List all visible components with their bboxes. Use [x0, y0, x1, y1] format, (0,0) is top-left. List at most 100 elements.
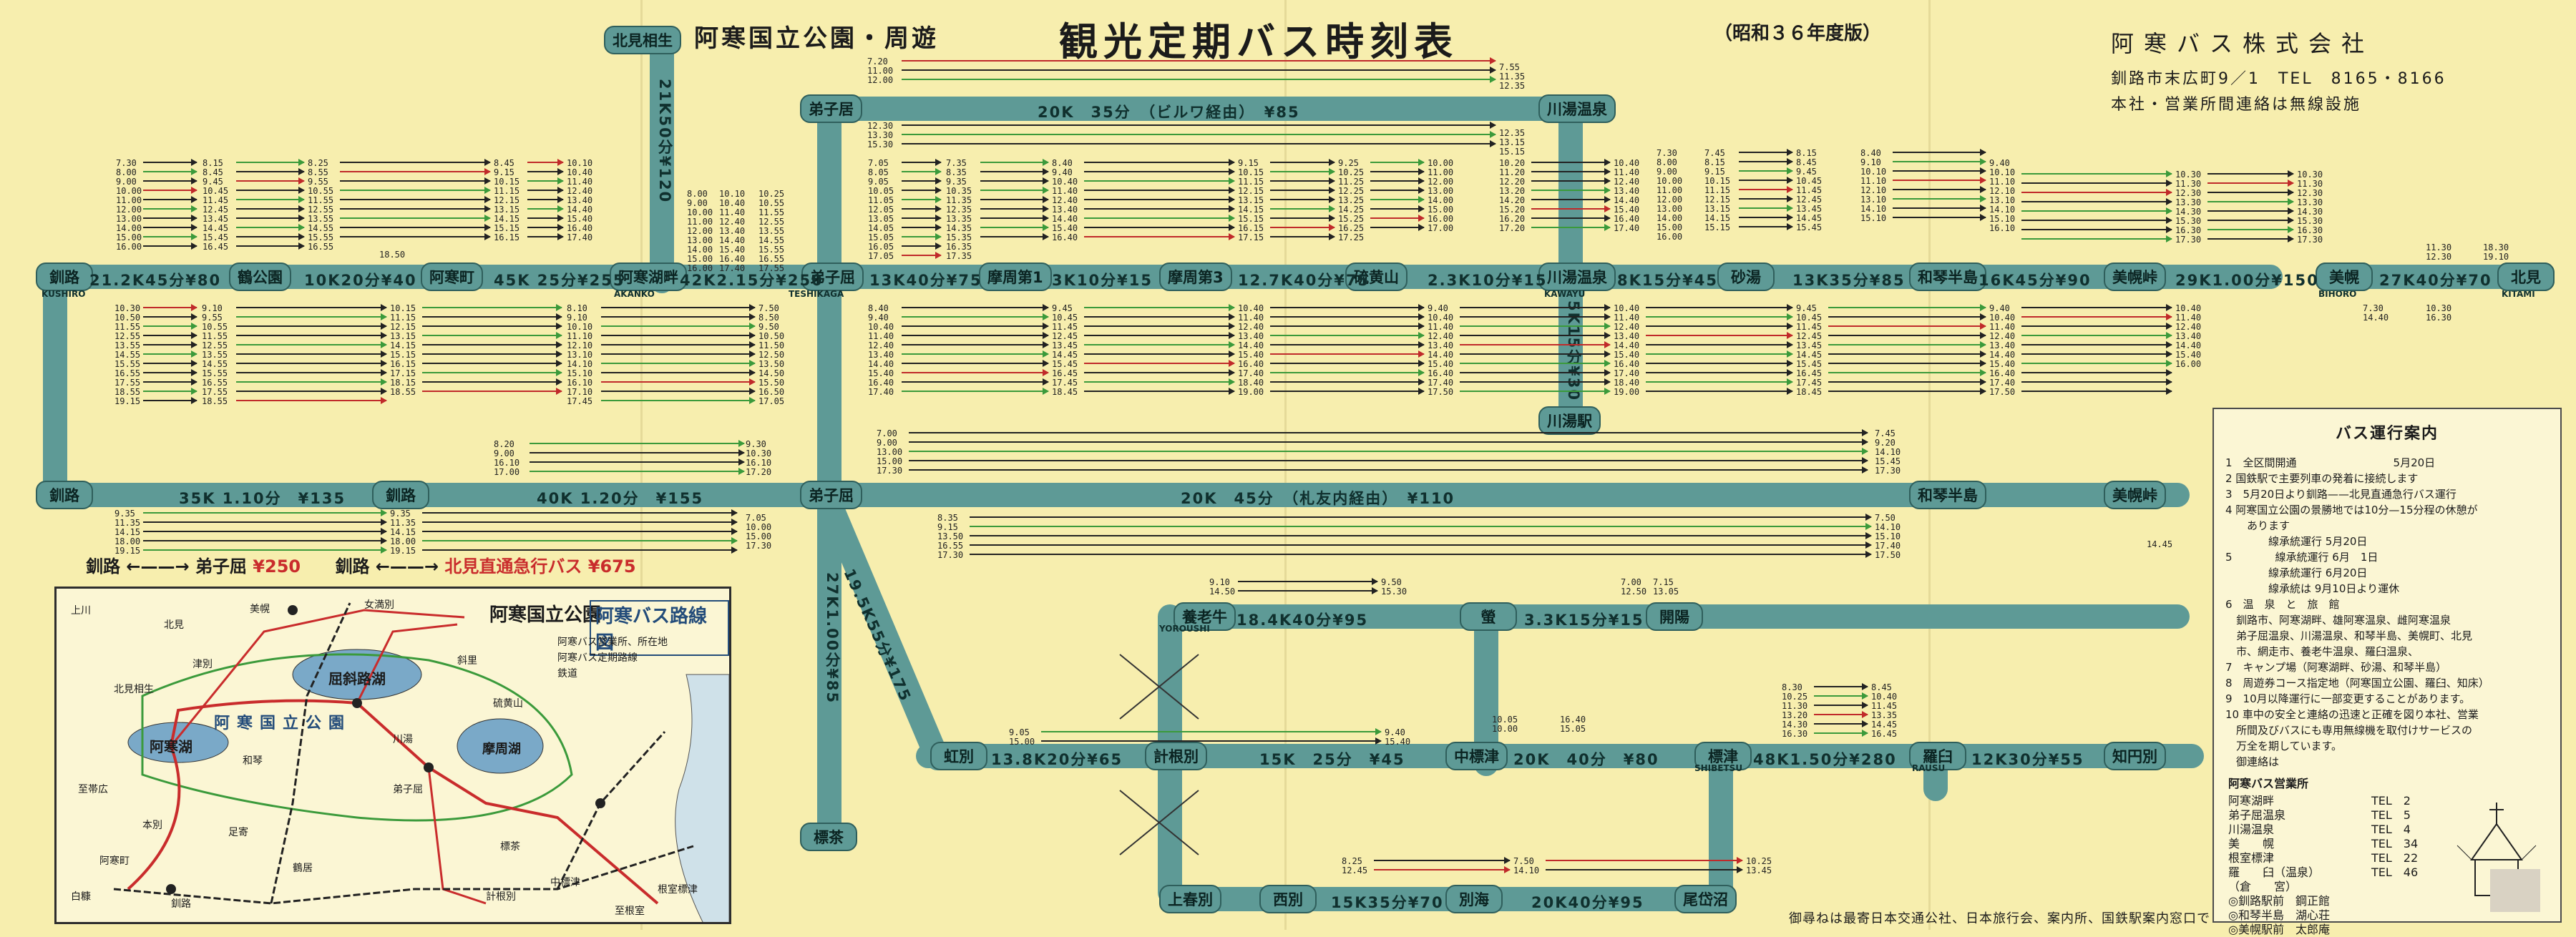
direction-arrow — [527, 168, 564, 175]
station-akanko[interactable]: 阿寒湖畔 — [610, 263, 687, 291]
timetable-block: 9.30 10.30 16.10 17.20 — [746, 439, 772, 477]
station-bihoro-2[interactable]: 美幌 — [2316, 263, 2373, 291]
station-obetsu[interactable]: 尾岱沼 — [1674, 885, 1737, 913]
station-kamishunbetsu[interactable]: 上春別 — [1159, 885, 1221, 913]
direction-arrow — [1646, 369, 1793, 376]
direction-arrow — [236, 224, 305, 231]
direction-arrow — [527, 159, 564, 166]
direction-arrow — [1084, 233, 1235, 240]
stamp-blank — [2490, 869, 2540, 912]
station-sunayu[interactable]: 砂湯 — [1717, 263, 1775, 291]
direction-arrow — [143, 233, 197, 240]
station-teshikaga[interactable]: 弟子屈 — [801, 263, 864, 291]
station-kawayu[interactable]: 川湯温泉 — [1538, 263, 1616, 291]
info-line: 市、網走市、養老牛温泉、羅臼温泉、 — [2225, 645, 2419, 658]
direction-arrow — [236, 378, 387, 386]
direction-arrow — [1084, 224, 1235, 231]
station-wakoto-mid[interactable]: 和琴半島 — [1909, 481, 1986, 509]
direction-arrow — [902, 304, 1049, 311]
station-bihoro-pass-mid[interactable]: 美幌峠 — [2104, 481, 2166, 509]
station-kaiyo[interactable]: 開陽 — [1646, 602, 1703, 631]
station-kanesato[interactable]: 標茶 — [800, 823, 857, 851]
direction-arrow — [527, 233, 564, 240]
direction-arrow — [1531, 205, 1611, 212]
station-bihoro-pass[interactable]: 美幌峠 — [2104, 263, 2166, 291]
direction-arrow — [422, 313, 562, 320]
direction-arrow — [236, 168, 305, 175]
agent-item: ◎和琴半島 湖心荘 — [2228, 908, 2330, 922]
route-label: 20K 45分 （札友内経由） ¥110 — [1181, 490, 1455, 507]
direction-arrow — [236, 233, 305, 240]
timetable-block: 7.35 8.35 9.35 10.35 11.35 12.35 13.35 1… — [946, 158, 972, 261]
direction-arrow — [236, 388, 387, 395]
timetable-block: 8.45 10.40 11.45 13.35 14.45 16.45 — [1871, 682, 1898, 739]
station-kitamiaioi[interactable]: 北見相生 — [604, 26, 681, 54]
station-kushiro[interactable]: 釧路 — [36, 263, 93, 291]
station-teshikaga-mid[interactable]: 弟子屈 — [800, 481, 862, 509]
office-tel: TEL 22 — [2371, 851, 2419, 865]
map-place-label: 和琴 — [243, 755, 263, 767]
station-kitami-2[interactable]: 北見 — [2497, 263, 2555, 291]
direction-arrow — [1546, 866, 1743, 873]
info-line: 万全を期しています。 — [2225, 740, 2343, 752]
station-bekkai[interactable]: 別海 — [1445, 885, 1503, 913]
direction-arrow — [902, 168, 942, 175]
station-shiretoko[interactable]: 知円別 — [2104, 742, 2166, 770]
station-yoroushi[interactable]: 養老牛 — [1174, 602, 1236, 631]
station-rausu[interactable]: 羅臼 — [1909, 742, 1966, 770]
station-tsurui[interactable]: 鶴公園 — [229, 263, 291, 291]
direction-arrow — [422, 369, 562, 376]
direction-arrow — [980, 196, 1049, 203]
direction-arrow — [527, 196, 564, 203]
station-wakoto[interactable]: 和琴半島 — [1909, 263, 1986, 291]
direction-arrow — [236, 360, 387, 367]
station-mashuko3[interactable]: 摩周第3 — [1159, 263, 1232, 291]
direction-arrow — [236, 159, 305, 166]
station-nishibetsu[interactable]: 西別 — [1259, 885, 1317, 913]
direction-arrow — [527, 215, 564, 222]
station-kawayu-top[interactable]: 川湯温泉 — [1538, 94, 1616, 123]
direction-arrow — [1238, 578, 1378, 585]
direction-arrow — [2021, 198, 2172, 205]
station-kushiro-2[interactable]: 釧路 — [36, 481, 93, 509]
direction-arrow — [2021, 180, 2172, 187]
timetable-block: 9.40 10.10 11.10 12.10 13.10 14.10 15.10… — [1989, 158, 2016, 233]
timetable-block: 10.25 10.55 11.55 12.55 13.55 14.55 15.5… — [758, 189, 785, 273]
route-label: 3K10分¥15 — [1052, 272, 1153, 289]
direction-arrow — [1531, 215, 1611, 222]
direction-arrow — [1893, 167, 1986, 175]
map-place-label: 弟子屈 — [393, 784, 423, 795]
station-kenebetsu[interactable]: 計根別 — [1145, 742, 1207, 770]
direction-arrow — [1739, 214, 1793, 221]
romaji-yoroushi: YOROUSHI — [1159, 624, 1210, 634]
direction-arrow — [902, 323, 1049, 330]
direction-arrow — [902, 196, 942, 203]
station-iwoyama[interactable]: 硫黄山 — [1345, 263, 1407, 291]
station-shibetsu[interactable]: 標津 — [1694, 742, 1752, 770]
timetable-block: 9.40 10.40 11.40 12.40 13.40 14.40 15.40… — [1989, 303, 2016, 397]
direction-arrow — [2021, 360, 2172, 367]
direction-arrow — [601, 341, 756, 348]
route-label: 18.4K40分¥95 — [1236, 612, 1369, 629]
romaji-kushiro: KUSHIRO — [42, 289, 86, 299]
direction-arrow — [1814, 711, 1868, 718]
station-hotaru[interactable]: 螢 — [1460, 602, 1517, 631]
station-nijibetsu[interactable]: 虹別 — [930, 742, 987, 770]
direction-arrow — [236, 397, 387, 404]
station-nakashibetsu[interactable]: 中標津 — [1445, 742, 1508, 770]
direction-arrow — [902, 360, 1049, 367]
info-line: 10 車中の安全と連絡の迅速と正確を図り本社、営業 — [2225, 708, 2479, 721]
station-teshikaga-top[interactable]: 弟子居 — [800, 94, 862, 123]
station-akancho[interactable]: 阿寒町 — [421, 263, 483, 291]
station-kushiro-3[interactable]: 釧路 — [372, 481, 429, 509]
direction-arrow — [1460, 388, 1611, 395]
vertical-route-2 — [817, 100, 841, 844]
direction-arrow — [601, 304, 756, 311]
station-mashuko1[interactable]: 摩周第1 — [979, 263, 1052, 291]
timetable-block: 7.50 14.10 — [1513, 856, 1540, 875]
direction-arrow — [1460, 332, 1611, 339]
station-kawayueki[interactable]: 川湯駅 — [1538, 406, 1601, 435]
direction-arrow — [143, 224, 197, 231]
direction-arrow — [143, 323, 197, 330]
direction-arrow — [1370, 168, 1425, 175]
